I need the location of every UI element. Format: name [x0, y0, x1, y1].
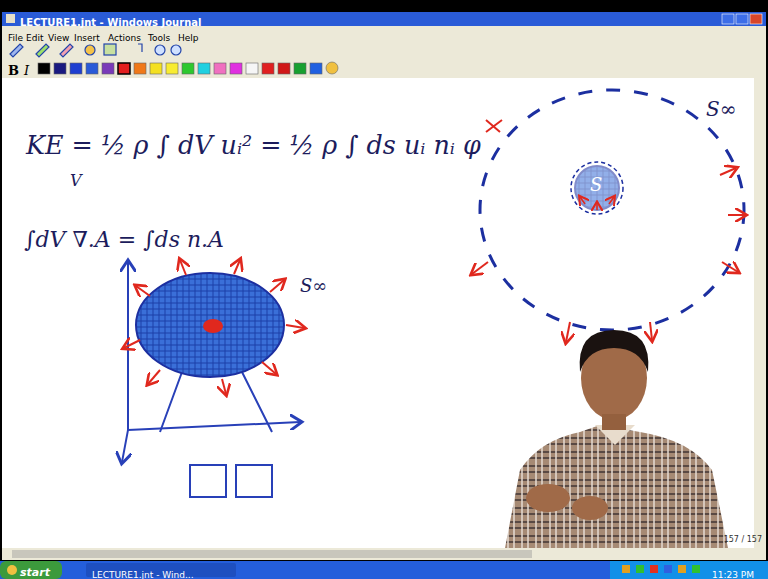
- italic-button: I: [24, 63, 29, 78]
- menu-item: Actions: [108, 33, 141, 43]
- lecturer-figure: [505, 330, 728, 548]
- menu-item: File: [8, 33, 23, 43]
- divergence-theorem-wrap: ∫dV ∇.A = ∫ds n.A: [24, 228, 224, 252]
- menu-item-wrap: File: [8, 27, 23, 45]
- kinetic-energy-equation: KE = ½ ρ ∫ dV uᵢ² = ½ ρ ∫ ds uᵢ nᵢ φ: [26, 130, 481, 160]
- menu-item-wrap: Insert: [74, 27, 100, 45]
- kinetic-energy-equation-wrap: KE = ½ ρ ∫ dV uᵢ² = ½ ρ ∫ ds uᵢ nᵢ φ: [26, 132, 481, 160]
- menu-item-wrap: Tools: [148, 27, 170, 45]
- clock-wrap: 11:23 PM: [712, 564, 754, 579]
- window-title: LECTURE1.jnt - Windows Journal: [20, 17, 201, 28]
- menu-item-wrap: Edit: [26, 27, 43, 45]
- clock: 11:23 PM: [712, 570, 754, 579]
- volume-subscript-wrap: V: [70, 172, 82, 190]
- page-number-wrap: 157 / 157: [724, 528, 762, 546]
- body-surface-label: S: [590, 174, 602, 195]
- divergence-theorem: ∫dV ∇.A = ∫ds n.A: [24, 227, 224, 252]
- surface-label-wrap: S∞: [300, 276, 327, 296]
- page-number: 157 / 157: [724, 535, 762, 544]
- volume-subscript: V: [70, 171, 82, 190]
- start-button-wrap: start: [20, 562, 50, 579]
- surface-label: S∞: [300, 275, 327, 296]
- menu-item-wrap: View: [48, 27, 69, 45]
- taskbar-item: LECTURE1.jnt - Wind...: [92, 570, 194, 579]
- bold-button: B: [8, 63, 19, 78]
- start-button: start: [20, 566, 50, 579]
- body-surface-label-wrap: S: [590, 175, 602, 195]
- menu-item-wrap: Help: [178, 27, 199, 45]
- menu-item: Help: [178, 33, 199, 43]
- menu-item-wrap: Actions: [108, 27, 141, 45]
- menu-item: Edit: [26, 33, 43, 43]
- surface-label-wrap: S∞: [706, 98, 736, 120]
- italic-button-wrap: I: [24, 61, 29, 79]
- window-title-wrap: LECTURE1.jnt - Windows Journal: [20, 12, 201, 30]
- menu-item: View: [48, 33, 69, 43]
- menu-item: Tools: [148, 33, 170, 43]
- bold-button-wrap: B: [8, 61, 19, 79]
- surface-label: S∞: [706, 97, 736, 121]
- taskbar-item-wrap: LECTURE1.jnt - Wind...: [92, 564, 194, 579]
- menu-item: Insert: [74, 33, 100, 43]
